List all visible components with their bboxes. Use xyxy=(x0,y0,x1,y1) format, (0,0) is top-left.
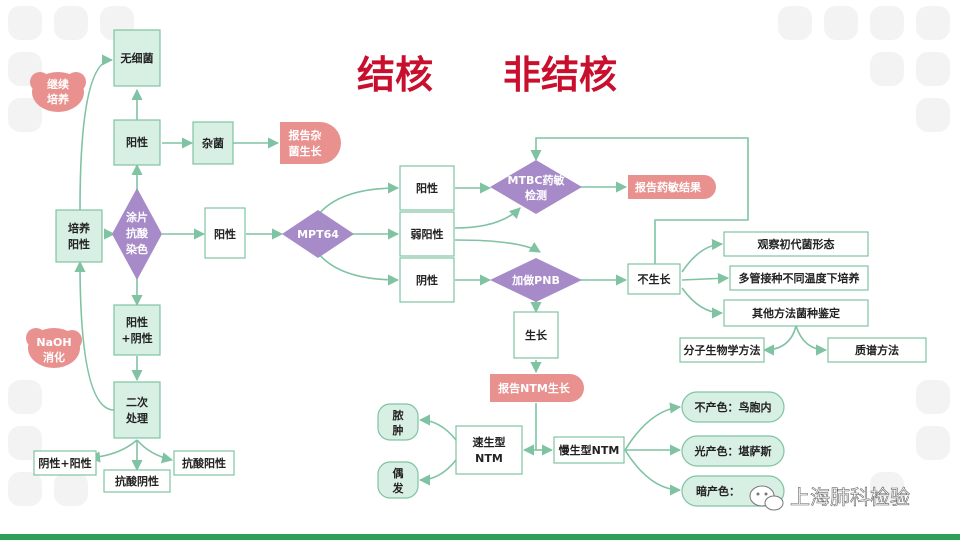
svg-text:加做PNB: 加做PNB xyxy=(511,273,560,287)
svg-text:阳性: 阳性 xyxy=(126,135,148,149)
svg-text:阳性: 阳性 xyxy=(416,181,438,195)
svg-text:检测: 检测 xyxy=(525,188,547,202)
node-add-pnb: 加做PNB xyxy=(490,258,582,302)
wechat-icon xyxy=(749,485,784,511)
svg-text:+阴性: +阴性 xyxy=(121,331,152,345)
svg-text:抗酸: 抗酸 xyxy=(126,226,149,240)
svg-text:观察初代菌形态: 观察初代菌形态 xyxy=(758,237,835,251)
svg-text:慢生型NTM: 慢生型NTM xyxy=(559,443,620,457)
svg-text:阳性: 阳性 xyxy=(126,315,148,329)
node-positive-mid: 阳性 xyxy=(204,207,246,259)
svg-text:杂菌: 杂菌 xyxy=(202,136,224,150)
node-pos-neg: 阳性 +阴性 xyxy=(113,304,161,356)
svg-text:偶: 偶 xyxy=(393,466,404,480)
svg-text:不生长: 不生长 xyxy=(638,272,672,286)
svg-text:阴性+阳性: 阴性+阳性 xyxy=(38,456,91,470)
svg-text:弱阳性: 弱阳性 xyxy=(411,227,444,241)
svg-text:脓: 脓 xyxy=(392,408,405,422)
svg-text:消化: 消化 xyxy=(43,350,65,364)
node-fast-ntm: 速生型 NTM xyxy=(455,425,523,475)
watermark: 上海肺科检验 xyxy=(749,485,910,511)
svg-text:NaOH: NaOH xyxy=(36,336,71,349)
svg-text:质谱方法: 质谱方法 xyxy=(855,343,899,357)
node-positive-top: 阳性 xyxy=(113,119,161,166)
node-acid-pos: 抗酸阳性 xyxy=(173,450,235,476)
node-other-methods: 其他方法菌种鉴定 xyxy=(723,299,869,327)
svg-text:报告杂: 报告杂 xyxy=(289,128,322,142)
svg-text:二次: 二次 xyxy=(126,395,148,409)
svg-text:其他方法菌种鉴定: 其他方法菌种鉴定 xyxy=(752,306,840,320)
node-acid-neg: 抗酸阴性 xyxy=(103,469,171,493)
node-report-ntm: 报告NTM生长 xyxy=(490,374,584,402)
node-second-treat: 二次 处理 xyxy=(113,381,161,439)
svg-text:阳性: 阳性 xyxy=(68,237,90,251)
svg-text:生长: 生长 xyxy=(525,328,548,342)
svg-text:发: 发 xyxy=(392,481,405,495)
title-tb: 结核 xyxy=(357,53,433,97)
node-mpt64: MPT64 xyxy=(282,210,354,258)
svg-text:继续: 继续 xyxy=(47,77,69,91)
svg-text:处理: 处理 xyxy=(125,411,148,425)
node-no-bacteria: 无细菌 xyxy=(113,29,161,87)
node-culture-positive: 培养 阳性 xyxy=(55,209,103,263)
svg-text:无细菌: 无细菌 xyxy=(120,51,154,65)
node-mass-spec: 质谱方法 xyxy=(827,337,927,363)
svg-text:培养: 培养 xyxy=(68,221,91,235)
svg-text:上海肺科检验: 上海肺科检验 xyxy=(790,485,910,509)
svg-text:分子生物学方法: 分子生物学方法 xyxy=(684,343,761,357)
node-abscess: 脓 肿 xyxy=(377,403,419,441)
svg-text:报告药敏结果: 报告药敏结果 xyxy=(635,180,701,194)
svg-text:光产色：堪萨斯: 光产色：堪萨斯 xyxy=(694,444,772,458)
svg-text:报告NTM生长: 报告NTM生长 xyxy=(498,381,571,395)
node-report-mixed: 报告杂 菌生长 xyxy=(280,122,341,164)
svg-text:不产色：鸟胞内: 不产色：鸟胞内 xyxy=(695,400,772,414)
svg-text:染色: 染色 xyxy=(126,242,148,256)
svg-text:MPT64: MPT64 xyxy=(297,228,339,241)
node-naoh: NaOH 消化 xyxy=(26,328,82,368)
node-neg-pos: 阴性+阳性 xyxy=(33,450,97,476)
node-growth: 生长 xyxy=(513,311,559,359)
svg-text:MTBC药敏: MTBC药敏 xyxy=(508,173,566,187)
node-smear-stain: 涂片 抗酸 染色 xyxy=(112,188,162,280)
node-report-dst: 报告药敏结果 xyxy=(628,175,716,199)
node-mtbc-test: MTBC药敏 检测 xyxy=(490,160,582,214)
node-mixed-bacteria: 杂菌 xyxy=(192,121,234,165)
svg-text:阳性: 阳性 xyxy=(214,227,236,241)
node-multi-temp: 多管接种不同温度下培养 xyxy=(729,265,869,291)
svg-text:培养: 培养 xyxy=(47,92,70,106)
node-non-chromo: 不产色：鸟胞内 xyxy=(681,391,785,423)
svg-text:NTM: NTM xyxy=(475,452,503,465)
svg-text:速生型: 速生型 xyxy=(473,435,506,449)
node-continue-culture: 继续 培养 xyxy=(30,72,86,112)
node-molecular: 分子生物学方法 xyxy=(679,337,765,363)
node-mpt-weak: 弱阳性 xyxy=(399,211,455,257)
title-ntm: 非结核 xyxy=(503,53,617,97)
svg-text:菌生长: 菌生长 xyxy=(289,144,323,158)
node-photo-chromo: 光产色：堪萨斯 xyxy=(681,435,785,467)
svg-text:涂片: 涂片 xyxy=(126,210,148,224)
svg-text:暗产色：: 暗产色： xyxy=(696,484,740,498)
svg-text:抗酸阴性: 抗酸阴性 xyxy=(115,474,159,488)
svg-text:抗酸阳性: 抗酸阳性 xyxy=(182,456,226,470)
svg-text:阴性: 阴性 xyxy=(416,273,438,287)
node-observe-morph: 观察初代菌形态 xyxy=(723,231,869,257)
node-mpt-negative: 阴性 xyxy=(399,257,455,303)
svg-text:肿: 肿 xyxy=(393,423,404,437)
node-sporadic: 偶 发 xyxy=(377,461,419,499)
node-slow-ntm: 慢生型NTM xyxy=(553,436,625,464)
node-no-growth: 不生长 xyxy=(627,263,681,295)
node-mpt-positive: 阳性 xyxy=(399,165,455,211)
svg-text:多管接种不同温度下培养: 多管接种不同温度下培养 xyxy=(739,271,861,285)
